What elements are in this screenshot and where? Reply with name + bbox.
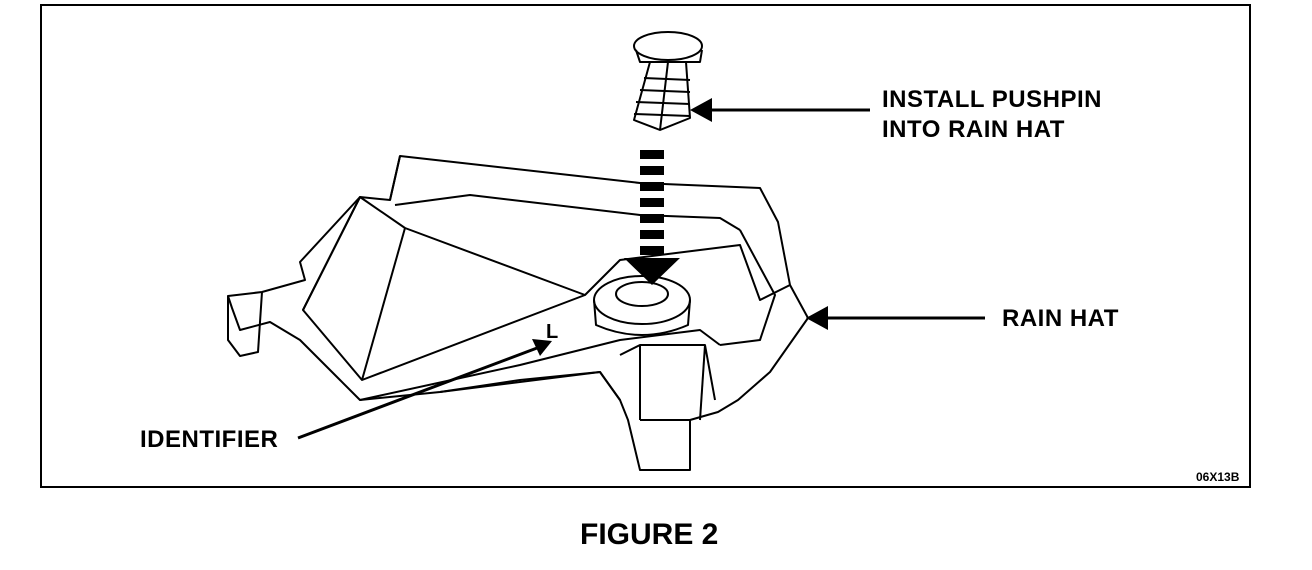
install-arrowhead [690,98,712,122]
install-callout-line2: INTO RAIN HAT [882,116,1065,143]
pushpin-hole-boss [593,275,691,336]
figure-frame [40,4,1251,488]
rain-hat-part [227,155,809,471]
drawing-code: 06X13B [1196,470,1240,484]
identifier-mark: L [546,321,558,343]
pushpin [633,31,703,131]
figure-caption: FIGURE 2 [580,518,719,551]
rain-hat-arrowhead [806,306,828,330]
identifier-arrowhead [532,339,552,356]
identifier-leader-line [297,343,546,440]
rain-hat-callout: RAIN HAT [1002,305,1119,332]
dashed-insertion-arrow [624,150,680,285]
install-callout-line1: INSTALL PUSHPIN [882,86,1102,113]
identifier-callout: IDENTIFIER [140,426,279,453]
install-pushpin-callout: INSTALL PUSHPIN INTO RAIN HAT [882,85,1102,145]
